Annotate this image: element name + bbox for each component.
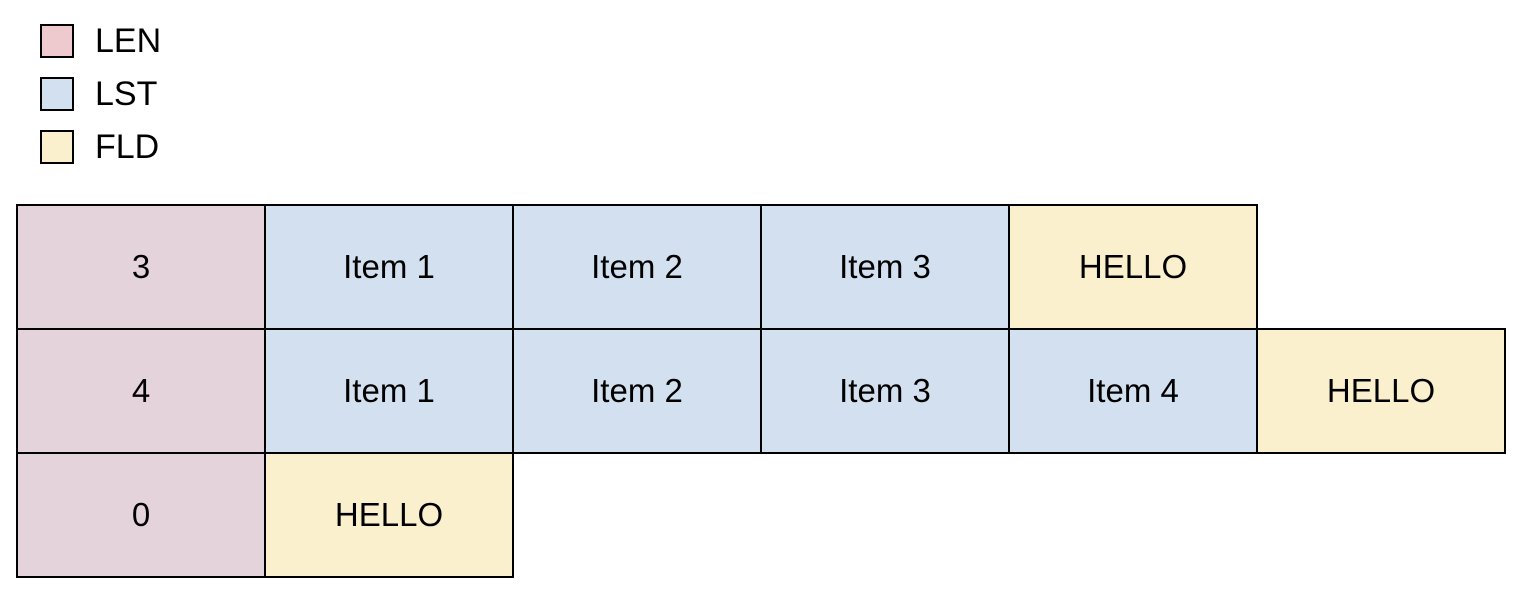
lst-cell: Item 3 [760,328,1010,454]
lst-cell: Item 1 [264,328,514,454]
legend-label-len: LEN [95,22,162,60]
len-cell: 4 [16,328,266,454]
fld-cell: HELLO [1256,328,1506,454]
record-row-length-4: 4 Item 1 Item 2 Item 3 Item 4 HELLO [16,328,1506,454]
record-row-length-3: 3 Item 1 Item 2 Item 3 HELLO [16,204,1258,330]
len-color-swatch [40,24,74,58]
len-cell: 0 [16,452,266,578]
record-row-length-0: 0 HELLO [16,452,514,578]
len-cell: 3 [16,204,266,330]
legend-item-fld: FLD [40,130,161,164]
lst-cell: Item 1 [264,204,514,330]
lst-cell: Item 2 [512,328,762,454]
lst-cell: Item 4 [1008,328,1258,454]
legend-item-len: LEN [40,24,161,58]
fld-cell: HELLO [264,452,514,578]
fld-cell: HELLO [1008,204,1258,330]
lst-color-swatch [40,77,74,111]
legend-label-lst: LST [95,75,158,113]
legend-item-lst: LST [40,77,161,111]
lst-cell: Item 2 [512,204,762,330]
lst-cell: Item 3 [760,204,1010,330]
legend: LEN LST FLD [40,24,161,183]
fld-color-swatch [40,130,74,164]
legend-label-fld: FLD [95,128,160,166]
